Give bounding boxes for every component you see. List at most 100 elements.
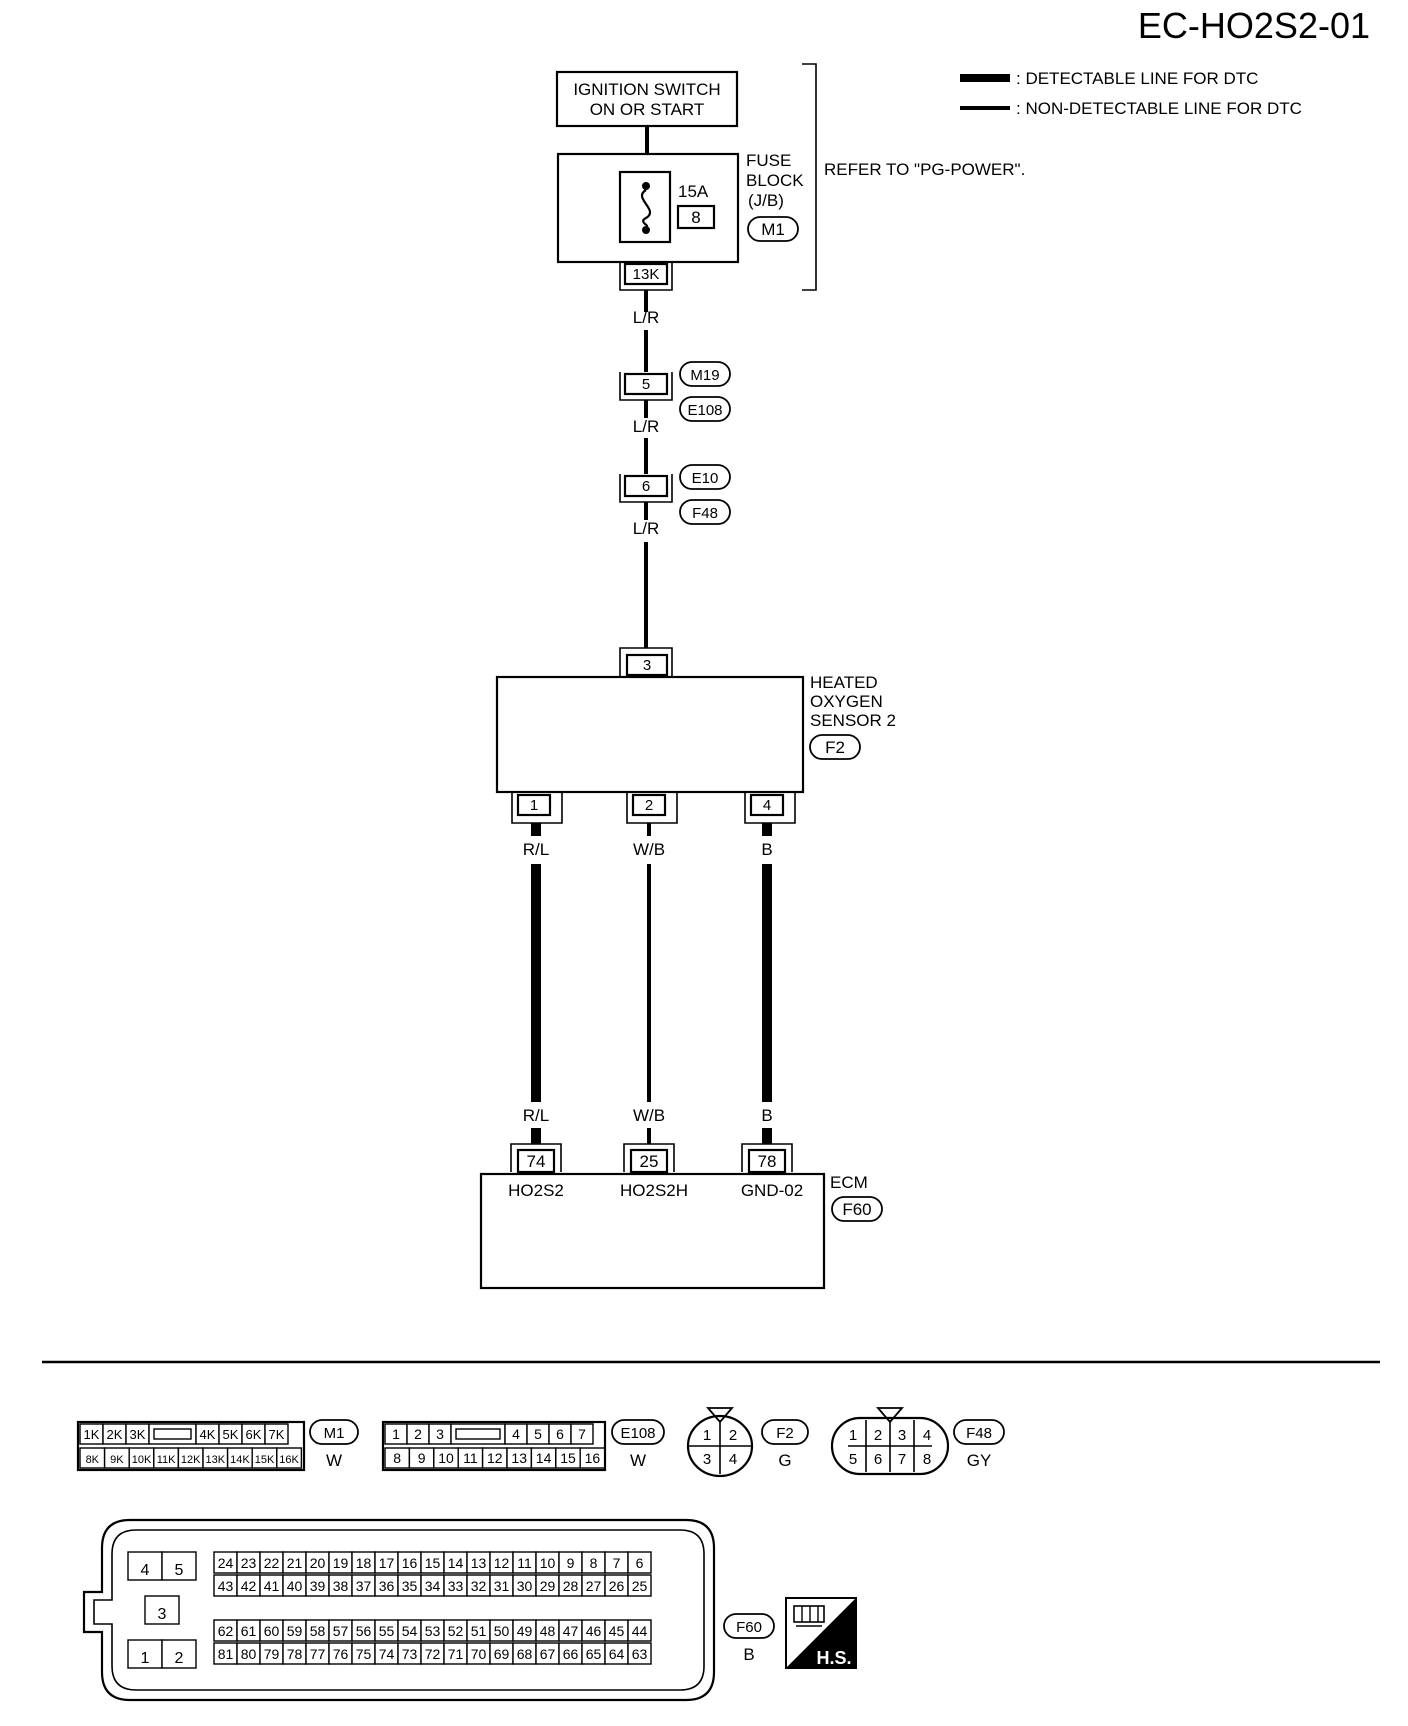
connector-m1-pin-label: 1K: [84, 1427, 100, 1442]
connector-f60-pin-label: 16: [402, 1555, 418, 1571]
connector-f60-pin-label: 39: [310, 1578, 326, 1594]
connector-f60-pin-label: 10: [540, 1555, 556, 1571]
connector-e108-color: W: [630, 1451, 646, 1470]
connector-m1-pin-label: 9K: [110, 1454, 124, 1466]
connector-f60-pin-label: 49: [517, 1623, 533, 1639]
connector-f60-pin-label: 69: [494, 1646, 510, 1662]
connector-m1-pin-label: 10K: [132, 1454, 152, 1466]
joint1-pin: 5: [642, 376, 650, 393]
connector-m1-cell: [264, 1423, 289, 1445]
connector-f60-pin-label: 60: [264, 1623, 280, 1639]
sensor-label-3: SENSOR 2: [810, 711, 896, 730]
connector-f60-cell: [627, 1642, 652, 1665]
connector-e108-pin-label: 3: [436, 1426, 444, 1442]
connector-f60-pin-label: 17: [379, 1555, 395, 1571]
connector-e108-pin-label: 9: [418, 1450, 426, 1466]
connector-f2-pin1: 1: [703, 1427, 711, 1444]
joint2-conn-a-badge: [679, 464, 731, 490]
connector-f60-pin-label: 45: [609, 1623, 625, 1639]
connector-m1-badge: [309, 1419, 359, 1445]
connector-f60-pin-label: 13: [471, 1555, 487, 1571]
connector-f60-pin-label: 63: [632, 1646, 648, 1662]
connector-f60-pin-label: 72: [425, 1646, 441, 1662]
connector-f60-pin-label: 56: [356, 1623, 372, 1639]
connector-f60-pin-label: 43: [218, 1578, 234, 1594]
connector-f60-pin-label: 58: [310, 1623, 326, 1639]
ecm-signal-ho2s2h: HO2S2H: [620, 1181, 688, 1200]
connector-e108-pin-label: 11: [463, 1450, 478, 1466]
connector-f60-pin-label: 5: [175, 1562, 184, 1579]
connector-f60-pin-label: 18: [356, 1555, 372, 1571]
wire-rl-label-top: R/L: [523, 840, 549, 859]
connector-f60-pin-label: 11: [517, 1555, 532, 1571]
connector-f60-pin-label: 25: [632, 1578, 648, 1594]
fuse-block-label-1: FUSE: [746, 151, 791, 170]
connector-f60-cell: [627, 1619, 652, 1642]
connector-f60-pin-label: 23: [241, 1555, 257, 1571]
connector-f60-pin-label: 53: [425, 1623, 441, 1639]
connector-f60-pin-label: 38: [333, 1578, 349, 1594]
connector-f60-pin-label: 77: [310, 1646, 326, 1662]
connector-f2-color: G: [778, 1451, 791, 1470]
connector-f60-pin-label: 66: [563, 1646, 579, 1662]
hs-badge: H.S.: [785, 1597, 857, 1669]
connector-f2-pin4: 4: [729, 1451, 737, 1468]
connector-e108-pin-label: 13: [511, 1450, 527, 1466]
connector-f60-pin-label: 35: [402, 1578, 418, 1594]
connector-m1-pin-label: 15K: [255, 1454, 275, 1466]
connector-m1-pin-label: 5K: [223, 1427, 239, 1442]
wire-lr-2-label: L/R: [633, 417, 659, 436]
ecm-pin-74-label: 74: [527, 1152, 546, 1171]
connector-f60-cell: [627, 1551, 652, 1574]
connector-f60-pin-label: 46: [586, 1623, 602, 1639]
ecm-pin-78-label: 78: [758, 1152, 777, 1171]
connector-m1-cell: [276, 1447, 303, 1469]
connector-f60-pin-label: 71: [448, 1646, 464, 1662]
connector-f60-pin-label: 32: [471, 1578, 487, 1594]
connector-f60-pin-label: 37: [356, 1578, 372, 1594]
connector-f60-pin-label: 59: [287, 1623, 303, 1639]
ecm-box: [479, 1172, 826, 1290]
terminal-13k-label: 13K: [633, 266, 660, 283]
ecm-signal-gnd-02: GND-02: [741, 1181, 803, 1200]
connector-f48-badge: [953, 1419, 1005, 1445]
connector-f60-pin-label: 55: [379, 1623, 395, 1639]
connector-f60-pin-label: 75: [356, 1646, 372, 1662]
refer-text: REFER TO "PG-POWER".: [824, 160, 1025, 179]
connector-f60-pin-label: 67: [540, 1646, 556, 1662]
connector-f60-pin-label: 47: [563, 1623, 579, 1639]
connector-f2-name: F2: [776, 1425, 794, 1442]
connector-f60-cell: [161, 1639, 197, 1669]
connector-f60-pin-label: 28: [563, 1578, 579, 1594]
connector-f48-pin8: 8: [923, 1451, 931, 1468]
connector-e108-cell: [570, 1423, 594, 1445]
connector-f2-view: 1 2 3 4 F2 G: [686, 1407, 809, 1478]
wire-b-label-top: B: [761, 840, 772, 859]
connector-f60-pin-label: 2: [175, 1650, 184, 1667]
ecm-connector-badge: [831, 1196, 883, 1222]
connector-f60-cell: [627, 1574, 652, 1597]
joint2-conn-b-badge: [679, 499, 731, 525]
connector-e108-name: E108: [620, 1425, 655, 1442]
connector-f60-pin-label: 57: [333, 1623, 349, 1639]
connector-f2-pin3: 3: [703, 1451, 711, 1468]
connector-f60-cell: [127, 1639, 163, 1669]
connector-f48-pin5: 5: [849, 1451, 857, 1468]
connector-f60-pin-label: 29: [540, 1578, 556, 1594]
connector-m1-pin-label: 4K: [200, 1427, 216, 1442]
connector-e108-pin-label: 12: [487, 1450, 503, 1466]
joint1-conn-a: M19: [690, 367, 719, 384]
connector-f60-pin-label: 27: [586, 1578, 602, 1594]
legend-non-detectable-text: : NON-DETECTABLE LINE FOR DTC: [1016, 99, 1302, 118]
fuse-amperage: 15A: [678, 182, 709, 201]
fuse-number: 8: [691, 208, 700, 227]
joint2-conn-b: F48: [692, 505, 718, 522]
